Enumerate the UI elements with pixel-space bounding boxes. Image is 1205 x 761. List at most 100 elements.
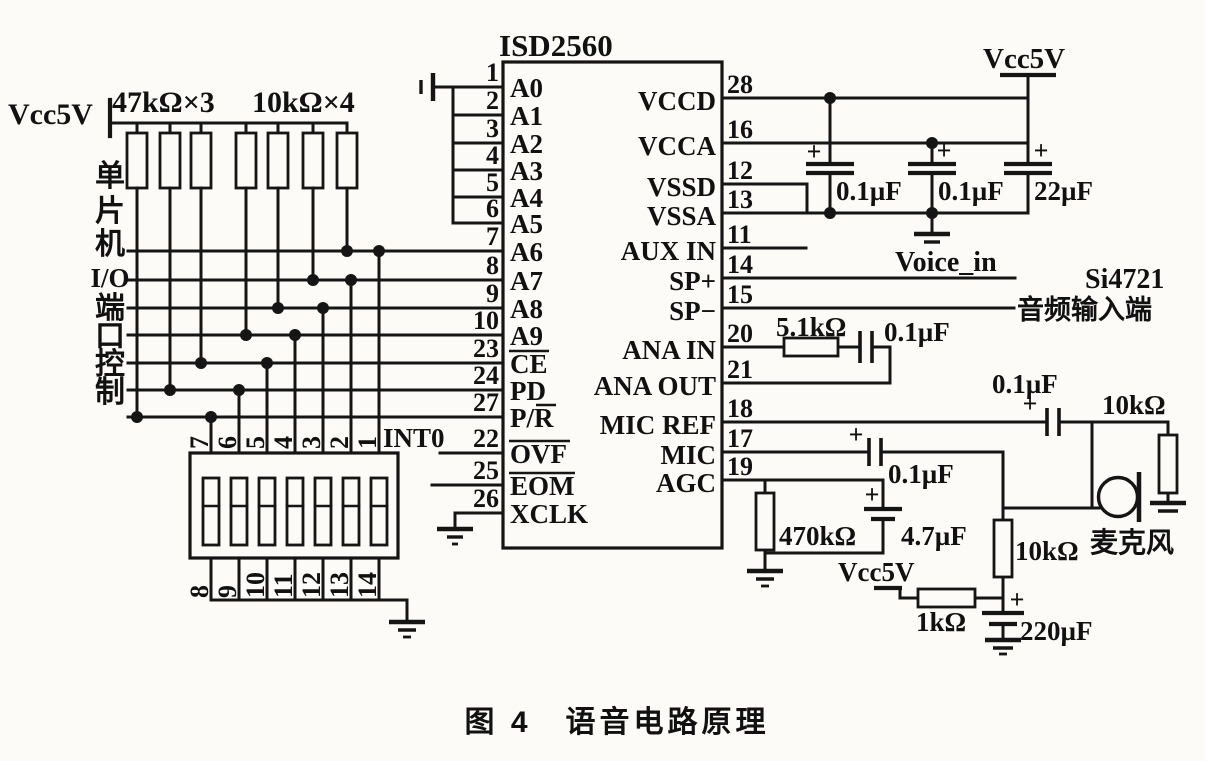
pin-number: 5 bbox=[486, 168, 499, 197]
cap-ana-label: 0.1µF bbox=[884, 317, 950, 347]
dip-pin-label: 6 bbox=[213, 436, 242, 449]
pin-number: 4 bbox=[486, 141, 499, 170]
microphone-label: 麦克风 bbox=[1090, 527, 1174, 559]
mic-branch bbox=[720, 438, 1142, 522]
resistor-470k bbox=[754, 491, 776, 552]
pin-name: ANA IN bbox=[622, 335, 716, 365]
resistor-47k-1 bbox=[125, 131, 149, 190]
pin-name-ce: CE bbox=[510, 349, 548, 379]
pin-number: 11 bbox=[727, 220, 752, 249]
pin-number: 21 bbox=[727, 355, 753, 384]
pin-name: SP− bbox=[669, 296, 716, 326]
pin-name: VSSA bbox=[647, 201, 717, 231]
dip-pin-label: 14 bbox=[353, 572, 382, 598]
pin-number: 16 bbox=[727, 115, 753, 144]
capacitor-ana bbox=[858, 331, 874, 363]
pin-number: 6 bbox=[486, 194, 499, 223]
junction-dots-left bbox=[131, 245, 385, 423]
chip-body bbox=[501, 60, 724, 550]
speaker-output-wires bbox=[720, 276, 1017, 310]
vcc-left-rail bbox=[107, 97, 349, 139]
pin-name: XCLK bbox=[510, 499, 588, 529]
ground-symbol-xclk bbox=[437, 526, 473, 546]
capacitor-4u7 bbox=[864, 506, 902, 522]
ground-symbol-dip bbox=[389, 619, 425, 639]
address-pins-bus bbox=[431, 85, 505, 225]
pin-name: MIC bbox=[661, 440, 717, 470]
resistor-group-10k-label: 10kΩ×4 bbox=[252, 86, 355, 119]
pin-name: A6 bbox=[510, 237, 543, 267]
plus-cap3: + bbox=[1034, 136, 1049, 165]
pin-number: 26 bbox=[473, 484, 499, 513]
pin-number: 23 bbox=[473, 334, 499, 363]
capacitor-mic bbox=[867, 438, 883, 466]
resistor-10k-bias bbox=[992, 518, 1014, 579]
mcu-char: 控 bbox=[95, 348, 125, 381]
pin-name: ANA OUT bbox=[594, 371, 716, 401]
pin-name: A2 bbox=[510, 129, 543, 159]
resistor-5k1 bbox=[782, 336, 840, 358]
dip-pin-label: 7 bbox=[185, 436, 214, 449]
dip-pin-label: 10 bbox=[241, 572, 270, 598]
pin-name: MIC REF bbox=[600, 410, 716, 440]
pin-name: AGC bbox=[656, 468, 716, 498]
pin-name: A7 bbox=[510, 266, 543, 296]
capacitor-micref bbox=[1045, 408, 1061, 436]
pin-number: 22 bbox=[473, 424, 499, 453]
dip-pin-label: 5 bbox=[241, 436, 270, 449]
pin-number: 25 bbox=[473, 456, 499, 485]
dip-pin-label: 12 bbox=[297, 572, 326, 598]
dip-pin-label: 4 bbox=[269, 436, 298, 449]
pullup-resistor-network bbox=[125, 121, 359, 419]
cap3-label: 22µF bbox=[1034, 176, 1093, 206]
pin-name: VCCA bbox=[638, 131, 716, 161]
control-pin-stubs bbox=[430, 451, 505, 531]
resistor-1k-label: 1kΩ bbox=[916, 607, 966, 637]
dip-switch-levers[interactable] bbox=[201, 476, 389, 547]
chip-left-pin-numbers: 1 2 3 4 5 6 7 8 9 10 23 24 27 22 25 26 bbox=[473, 58, 499, 513]
pin-name: VCCD bbox=[638, 86, 716, 116]
dip-pin-label: 11 bbox=[269, 573, 298, 598]
dip-pin-label: 13 bbox=[325, 572, 354, 598]
isd2560-chip bbox=[501, 60, 724, 550]
pin-name: A3 bbox=[510, 156, 543, 186]
mcu-char: 单 bbox=[95, 160, 125, 193]
pin-name: A9 bbox=[510, 321, 543, 351]
dip-switch[interactable] bbox=[188, 451, 409, 624]
resistor-10k-micref-label: 10kΩ bbox=[1102, 390, 1166, 420]
plus-cap-mic: + bbox=[849, 420, 864, 449]
dip-ground-rail bbox=[209, 598, 409, 624]
vcc-top-label: Vcc5V bbox=[983, 43, 1065, 75]
mcu-char: 机 bbox=[95, 228, 125, 261]
pin-name: A5 bbox=[510, 209, 543, 239]
pin-number: 14 bbox=[727, 250, 753, 279]
pin-number: 28 bbox=[727, 70, 753, 99]
mcu-char: 端 bbox=[95, 292, 125, 325]
chip-left-pin-names: A0 A1 A2 A3 A4 A5 A6 A7 A8 A9 CE PD P/R … bbox=[509, 73, 588, 529]
pin-number: 13 bbox=[727, 185, 753, 214]
microphone-symbol bbox=[1096, 475, 1140, 519]
int0-net-label: INT0 bbox=[383, 423, 445, 453]
resistor-470k-label: 470kΩ bbox=[779, 521, 856, 551]
power-decoupling-wires bbox=[720, 72, 1056, 250]
dip-top-pin-labels: 7 6 5 4 3 2 1 bbox=[185, 436, 382, 449]
pin-name: A8 bbox=[510, 294, 543, 324]
plus-cap1: + bbox=[807, 137, 822, 166]
resistor-47k-3 bbox=[189, 131, 213, 190]
resistor-10k-1 bbox=[234, 131, 258, 190]
pin-number: 24 bbox=[473, 361, 499, 390]
cap-4u7-label: 4.7µF bbox=[901, 521, 967, 551]
pin-number: 8 bbox=[486, 251, 499, 280]
dip-bottom-pin-labels: 8 9 10 11 12 13 14 bbox=[185, 572, 382, 598]
dip-pin-label: 9 bbox=[213, 585, 242, 598]
mcu-char: 片 bbox=[95, 195, 125, 228]
cap1-label: 0.1µF bbox=[836, 176, 902, 206]
ana-feedback-loop bbox=[720, 331, 892, 385]
mcu-char: I/O bbox=[90, 263, 129, 293]
dip-pin-label: 8 bbox=[185, 585, 214, 598]
mcu-char: 口 bbox=[95, 320, 125, 353]
pin-name: PD bbox=[510, 376, 546, 406]
pin-number: 9 bbox=[486, 279, 499, 308]
